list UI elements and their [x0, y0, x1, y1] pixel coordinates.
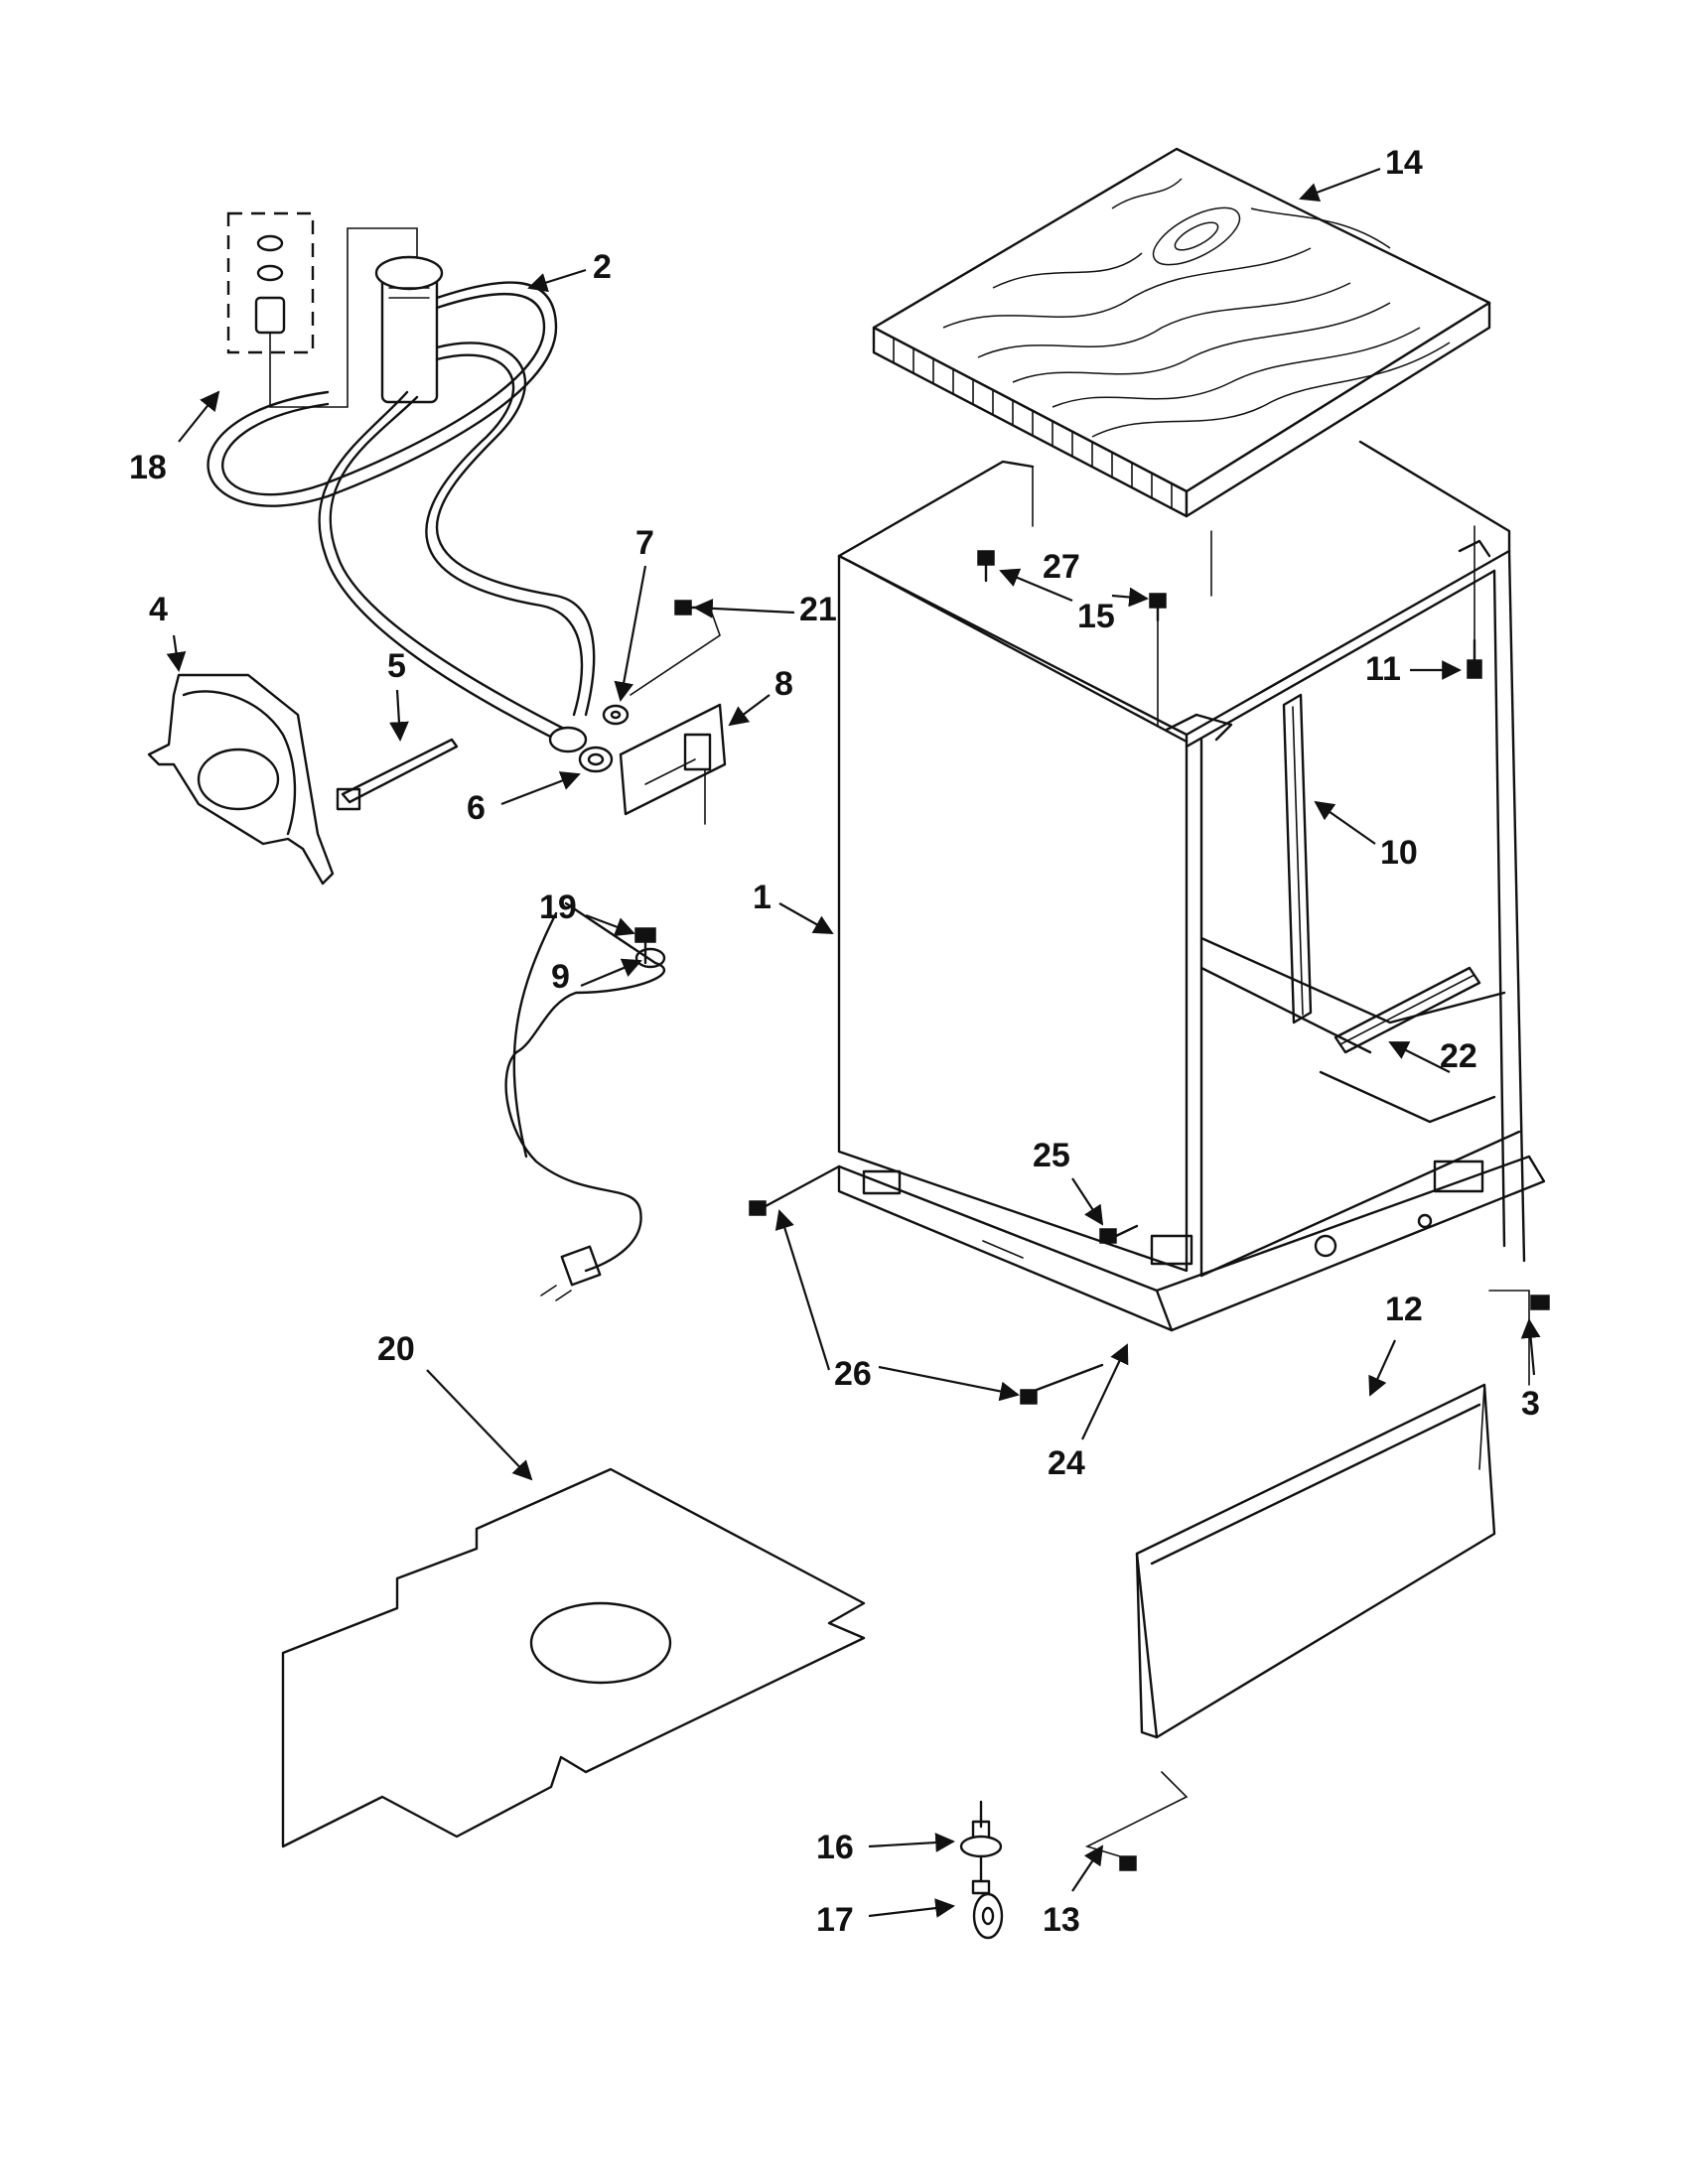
callout-15: 15 [1077, 598, 1115, 635]
part-26-screws [749, 1164, 1104, 1405]
callout-16: 16 [816, 1829, 854, 1866]
part-14-wood-top [872, 147, 1491, 518]
callout-5: 5 [387, 647, 406, 685]
part-10-vertical-rail [1282, 693, 1313, 1024]
part-18-valve-kit [226, 211, 418, 408]
part-9-power-cord [504, 901, 666, 1301]
callout-leaders [166, 167, 1541, 1918]
callout-17: 17 [816, 1901, 854, 1939]
callout-18: 18 [129, 449, 167, 486]
callout-12: 12 [1385, 1291, 1423, 1328]
part-1-cabinet-frame [837, 440, 1546, 1332]
callout-4: 4 [149, 591, 168, 628]
callout-27: 27 [1043, 548, 1080, 586]
part-17-caster [971, 1854, 1004, 1940]
callout-11: 11 [1365, 650, 1401, 688]
part-12-lower-panel [1135, 1383, 1496, 1739]
part-27-screw [1149, 593, 1167, 726]
callout-19: 19 [539, 888, 577, 926]
callout-24: 24 [1048, 1444, 1085, 1482]
part-5-cable-tie [336, 738, 459, 811]
callout-25: 25 [1033, 1137, 1070, 1174]
callout-7: 7 [635, 524, 654, 562]
part-8-bracket [619, 703, 727, 825]
callout-6: 6 [467, 789, 486, 827]
callout-9: 9 [551, 958, 570, 996]
part-22-horizontal-rail [1333, 966, 1481, 1054]
callout-22: 22 [1440, 1037, 1477, 1075]
callout-labels: 14 2 18 4 5 6 7 8 21 15 27 11 10 1 19 9 … [129, 144, 1540, 1939]
callout-21: 21 [799, 591, 837, 628]
part-2-drain-hose [207, 255, 596, 753]
callout-8: 8 [774, 665, 793, 703]
callout-10: 10 [1380, 834, 1418, 872]
part-20-floor-pad [281, 1467, 866, 1848]
callout-3: 3 [1521, 1385, 1540, 1423]
part-7-washer [602, 704, 630, 726]
part-19-screw [634, 927, 656, 965]
callout-2: 2 [593, 248, 612, 286]
callout-26: 26 [834, 1355, 872, 1393]
part-3-screw [1488, 1290, 1550, 1386]
part-15-screw [977, 550, 995, 583]
part-4-motor [147, 673, 335, 886]
callout-20: 20 [377, 1330, 415, 1368]
part-25-screw [1099, 1224, 1139, 1244]
callout-1: 1 [753, 879, 772, 916]
part-16-leveler [959, 1800, 1003, 1858]
part-13-screw [1084, 1771, 1189, 1871]
part-21-screw [630, 600, 721, 696]
callout-14: 14 [1385, 144, 1423, 182]
part-11-screw [1467, 525, 1482, 679]
part-6-fitting [578, 746, 614, 773]
callout-13: 13 [1043, 1901, 1080, 1939]
